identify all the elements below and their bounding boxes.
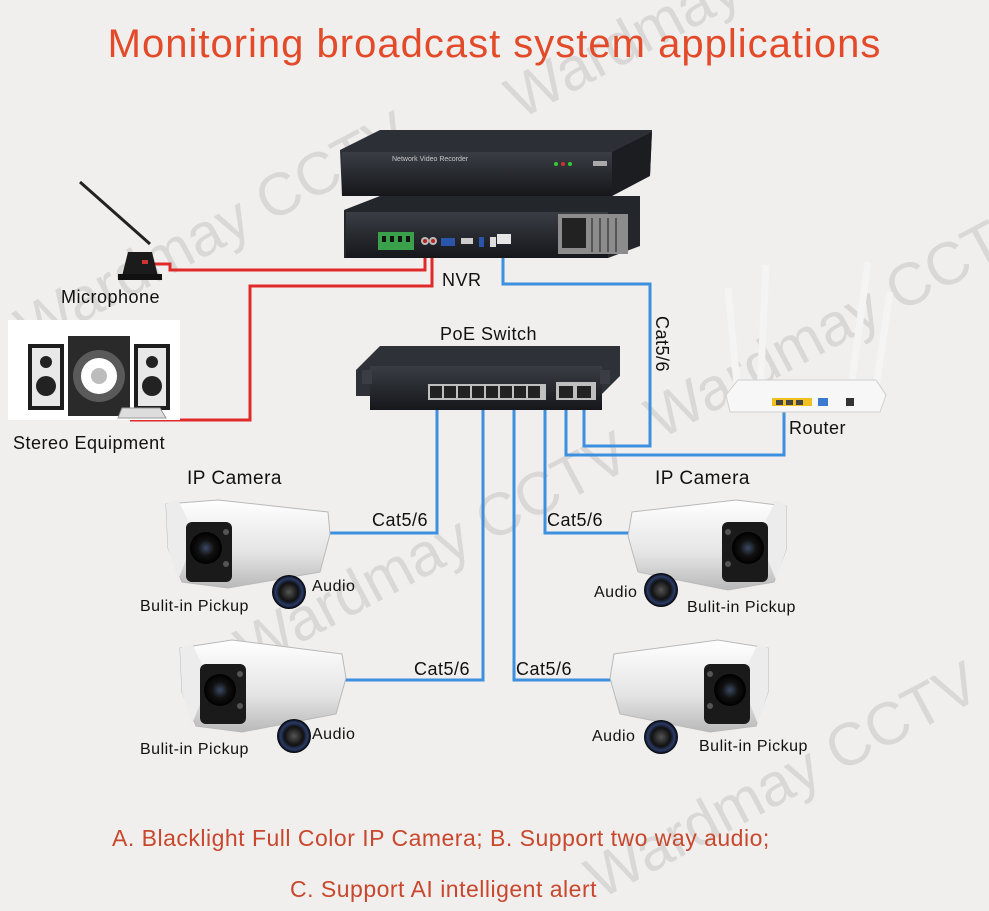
nvr-front-unit: Network Video Recorder — [340, 130, 652, 196]
camera4-cable — [512, 398, 612, 682]
ip-camera-2 — [627, 499, 787, 607]
nvr-label: NVR — [442, 270, 482, 290]
camera3-cable — [345, 398, 485, 682]
ip-camera-1-label: IP Camera — [187, 468, 282, 489]
ip-camera-3 — [179, 639, 347, 753]
cable-label-camera1: Cat5/6 — [372, 510, 429, 530]
microphone-label: Microphone — [61, 287, 161, 307]
router-label: Router — [789, 418, 847, 438]
camera1-cable — [330, 398, 439, 535]
audio-label-camera2: Audio — [594, 584, 638, 601]
cable-label-nvr: Cat5/6 — [652, 316, 672, 373]
stereo-device — [8, 320, 180, 420]
stereo-cable — [130, 244, 434, 422]
cable-label-camera4: Cat5/6 — [516, 659, 573, 679]
pickup-label-camera2: Bulit-in Pickup — [687, 599, 796, 616]
microphone-cable — [150, 244, 427, 272]
feature-line-1: A. Blacklight Full Color IP Camera; B. S… — [112, 825, 770, 851]
router-switch-cable — [564, 398, 786, 457]
audio-label-camera3: Audio — [312, 726, 356, 743]
cable-label-camera3: Cat5/6 — [414, 659, 471, 679]
ip-camera-1 — [165, 499, 331, 609]
pickup-label-camera1: Bulit-in Pickup — [140, 598, 249, 615]
feature-line-2: C. Support AI intelligent alert — [290, 876, 597, 902]
camera2-cable — [543, 398, 630, 535]
audio-label-camera4: Audio — [592, 728, 636, 745]
nvr-switch-cable — [501, 244, 652, 448]
nvr-front-text: Network Video Recorder — [392, 156, 469, 163]
ip-camera-2-label: IP Camera — [655, 468, 750, 489]
stereo-equipment-label: Stereo Equipment — [13, 433, 166, 453]
nvr-back-unit — [344, 196, 640, 258]
pickup-label-camera3: Bulit-in Pickup — [140, 741, 249, 758]
cable-label-camera2: Cat5/6 — [547, 510, 604, 530]
router-device — [724, 261, 894, 413]
poe-switch-device — [356, 346, 620, 410]
pickup-label-camera4: Bulit-in Pickup — [699, 738, 808, 755]
page-title: Monitoring broadcast system applications — [107, 22, 882, 66]
audio-label-camera1: Audio — [312, 578, 356, 595]
microphone-device — [79, 180, 162, 280]
poe-switch-label: PoE Switch — [440, 324, 538, 344]
ip-camera-4 — [609, 639, 769, 754]
